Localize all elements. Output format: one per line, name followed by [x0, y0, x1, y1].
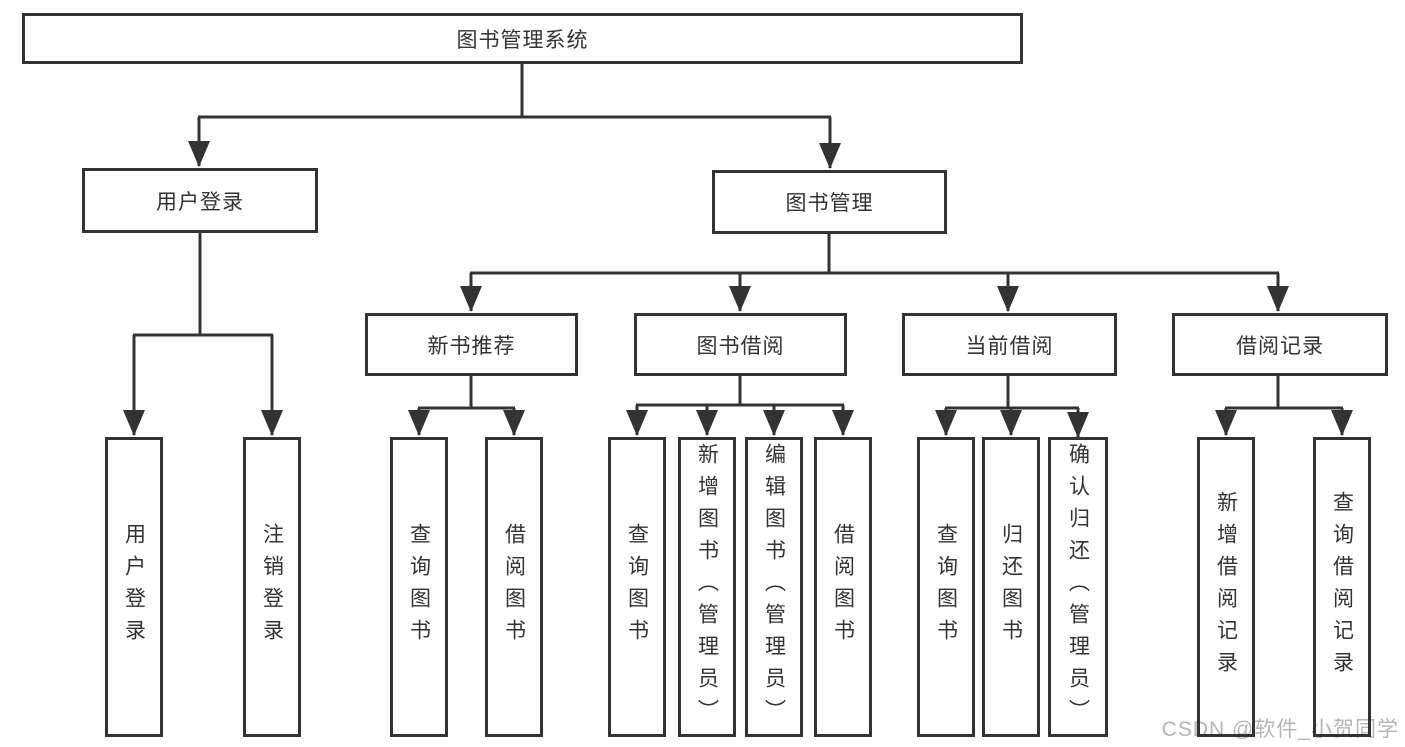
leaf-bor-add-book: 新增图书（管理员）	[678, 437, 736, 737]
leaf-rec-borrow-book: 借阅图书	[485, 437, 543, 737]
leaf-rec-borrow-book-label: 借阅图书	[502, 523, 526, 651]
leaf-bor-borrow-book-label: 借阅图书	[831, 523, 855, 651]
leaf-cur-return-book-label: 归还图书	[999, 523, 1023, 651]
node-book-borrow: 图书借阅	[634, 313, 847, 376]
connector-root-to-level2	[188, 64, 841, 169]
connector-book-mgmt-to-level3	[460, 234, 1289, 312]
leaf-rec-query-book: 查询图书	[390, 437, 448, 737]
node-root-label: 图书管理系统	[456, 28, 589, 52]
leaf-bor-borrow-book: 借阅图书	[814, 437, 872, 737]
leaf-cur-query-book-label: 查询图书	[934, 523, 958, 651]
csdn-watermark: CSDN @软件_小贺同学	[1161, 718, 1399, 741]
node-current-borrow: 当前借阅	[902, 313, 1117, 376]
connector-borrow-record-to-leaves	[1215, 376, 1353, 436]
node-borrow-record-label: 借阅记录	[1236, 334, 1324, 358]
node-book-mgmt: 图书管理	[712, 170, 947, 234]
node-user-login-label: 用户登录	[156, 190, 244, 214]
leaf-bor-edit-book: 编辑图书（管理员）	[745, 437, 803, 737]
node-user-login: 用户登录	[82, 168, 318, 233]
leaf-brec-add-record-label: 新增借阅记录	[1214, 491, 1238, 683]
leaf-user-login: 用户登录	[105, 437, 163, 737]
node-book-mgmt-label: 图书管理	[785, 192, 874, 215]
leaf-bor-edit-book-label: 编辑图书（管理员）	[762, 443, 786, 731]
connector-current-borrow-to-leaves	[935, 376, 1089, 438]
leaf-bor-query-book: 查询图书	[608, 437, 666, 737]
node-current-borrow-label: 当前借阅	[965, 334, 1054, 358]
leaf-brec-query-record-label: 查询借阅记录	[1330, 491, 1354, 683]
node-book-borrow-label: 图书借阅	[696, 334, 785, 358]
node-root: 图书管理系统	[22, 13, 1023, 64]
leaf-brec-query-record: 查询借阅记录	[1313, 437, 1371, 737]
connector-book-borrow-to-leaves	[626, 376, 854, 436]
connector-new-book-rec-to-leaves	[408, 376, 525, 436]
node-borrow-record: 借阅记录	[1172, 313, 1388, 376]
leaf-cur-confirm-return: 确认归还（管理员）	[1048, 437, 1108, 737]
leaf-bor-add-book-label: 新增图书（管理员）	[695, 443, 719, 731]
leaf-logout: 注销登录	[243, 437, 301, 737]
node-new-book-rec-label: 新书推荐	[427, 334, 516, 358]
leaf-rec-query-book-label: 查询图书	[407, 523, 431, 651]
leaf-brec-add-record: 新增借阅记录	[1197, 437, 1255, 737]
leaf-cur-query-book: 查询图书	[917, 437, 975, 737]
leaf-cur-return-book: 归还图书	[982, 437, 1040, 737]
leaf-bor-query-book-label: 查询图书	[625, 523, 649, 651]
leaf-cur-confirm-return-label: 确认归还（管理员）	[1066, 443, 1090, 731]
leaf-logout-label: 注销登录	[260, 523, 284, 651]
leaf-user-login-label: 用户登录	[122, 523, 146, 651]
node-new-book-rec: 新书推荐	[365, 313, 578, 376]
connector-user-login-to-leaves	[123, 233, 283, 436]
